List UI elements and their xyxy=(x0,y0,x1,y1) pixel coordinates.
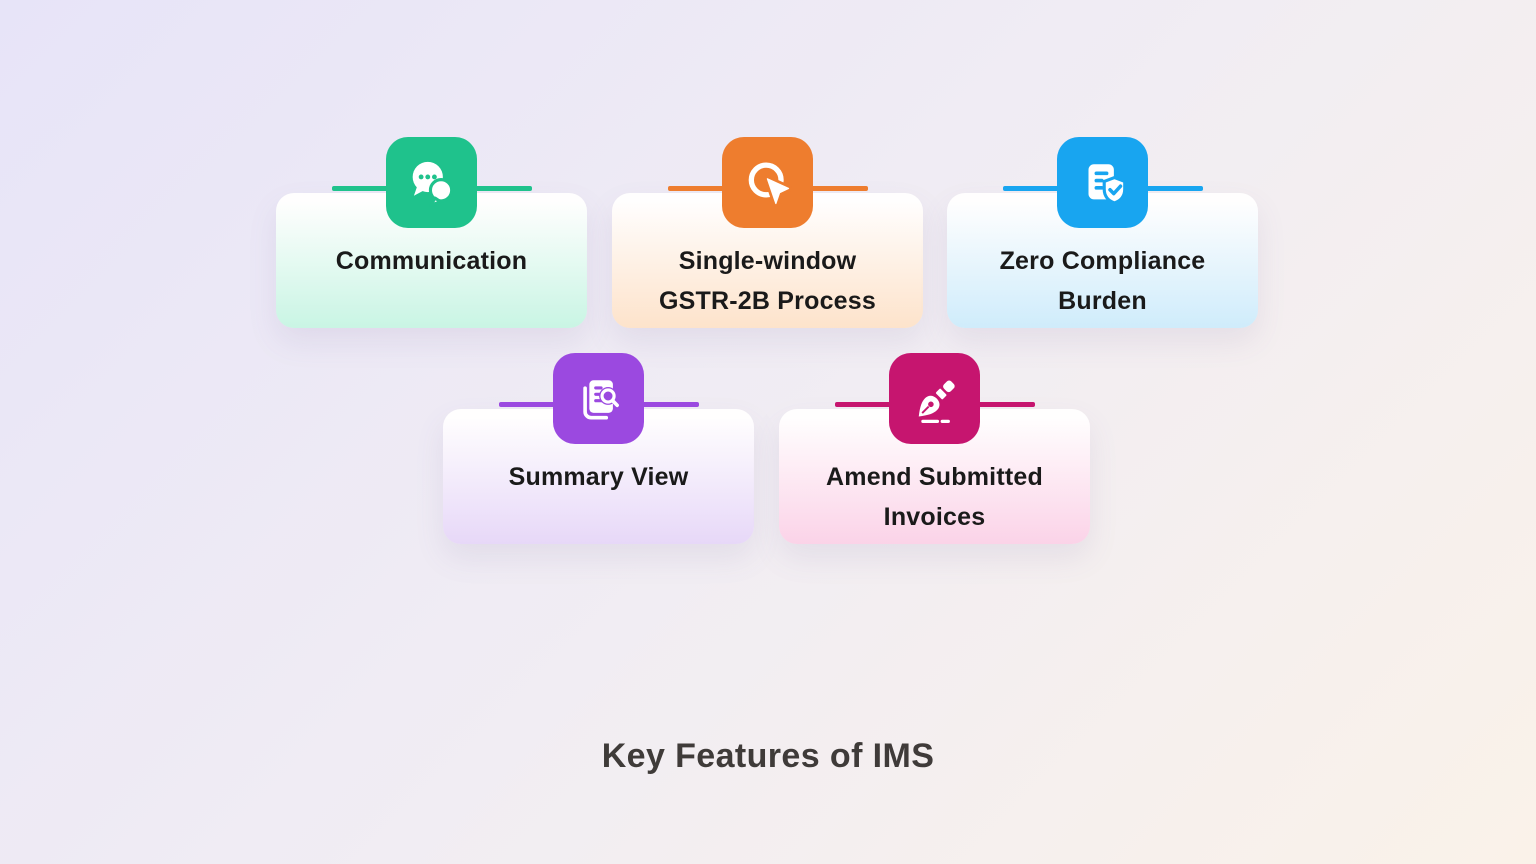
label-line-2: GSTR-2B Process xyxy=(659,287,876,315)
click-cursor-icon xyxy=(722,137,813,228)
feature-card-amend-invoices: Amend Submitted Invoices xyxy=(779,353,1090,544)
feature-card-label: Communication xyxy=(276,241,587,281)
feature-card-label: Amend Submitted Invoices xyxy=(779,457,1090,537)
page-title: Key Features of IMS xyxy=(601,737,935,775)
label-line-1: Summary View xyxy=(508,463,689,491)
feature-card-label: Summary View xyxy=(443,457,754,497)
feature-card-single-window-gstr-2b: Single-window GSTR-2B Process xyxy=(612,137,923,328)
label-line-1: Communication xyxy=(335,247,528,275)
feature-card-communication: Communication xyxy=(276,137,587,328)
label-line-2: Invoices xyxy=(883,503,986,531)
feature-card-label: Zero Compliance Burden xyxy=(947,241,1258,321)
label-line-1: Amend Submitted xyxy=(826,463,1043,491)
label-line-2: Burden xyxy=(1058,287,1147,315)
fountain-pen-icon xyxy=(889,353,980,444)
document-search-icon xyxy=(553,353,644,444)
feature-card-zero-compliance: Zero Compliance Burden xyxy=(947,137,1258,328)
chat-icon xyxy=(386,137,477,228)
feature-card-label: Single-window GSTR-2B Process xyxy=(612,241,923,321)
label-line-1: Single-window xyxy=(678,247,857,275)
label-line-1: Zero Compliance xyxy=(999,247,1206,275)
feature-card-summary-view: Summary View xyxy=(443,353,754,544)
document-shield-check-icon xyxy=(1057,137,1148,228)
